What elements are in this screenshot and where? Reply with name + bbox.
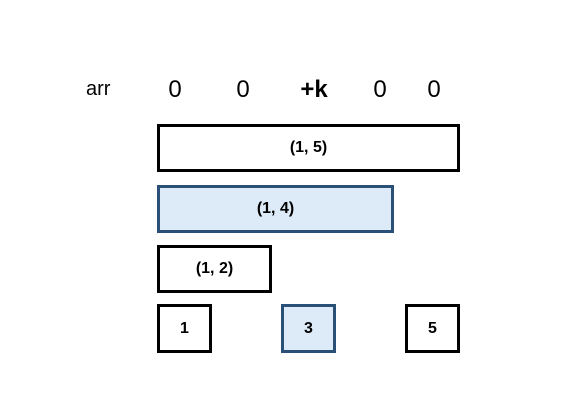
interval-node-1-2: (1, 2) [157, 245, 272, 293]
array-value-1: 0 [236, 76, 250, 103]
interval-label: (1, 2) [195, 260, 234, 277]
interval-label: (1, 5) [289, 139, 328, 156]
interval-label: (1, 4) [256, 200, 295, 217]
leaf-label: 1 [180, 319, 189, 337]
array-label: arr [86, 78, 111, 100]
leaf-label: 3 [304, 319, 313, 337]
array-value-4: 0 [427, 76, 441, 103]
leaf-node-5: 5 [405, 304, 460, 353]
array-value-2: +k [300, 76, 328, 103]
interval-node-1-5: (1, 5) [157, 124, 460, 172]
leaf-node-1: 1 [157, 304, 212, 353]
interval-node-1-4: (1, 4) [157, 185, 394, 233]
leaf-node-3: 3 [281, 304, 336, 353]
array-value-0: 0 [168, 76, 182, 103]
array-value-3: 0 [373, 76, 387, 103]
leaf-label: 5 [428, 319, 437, 337]
